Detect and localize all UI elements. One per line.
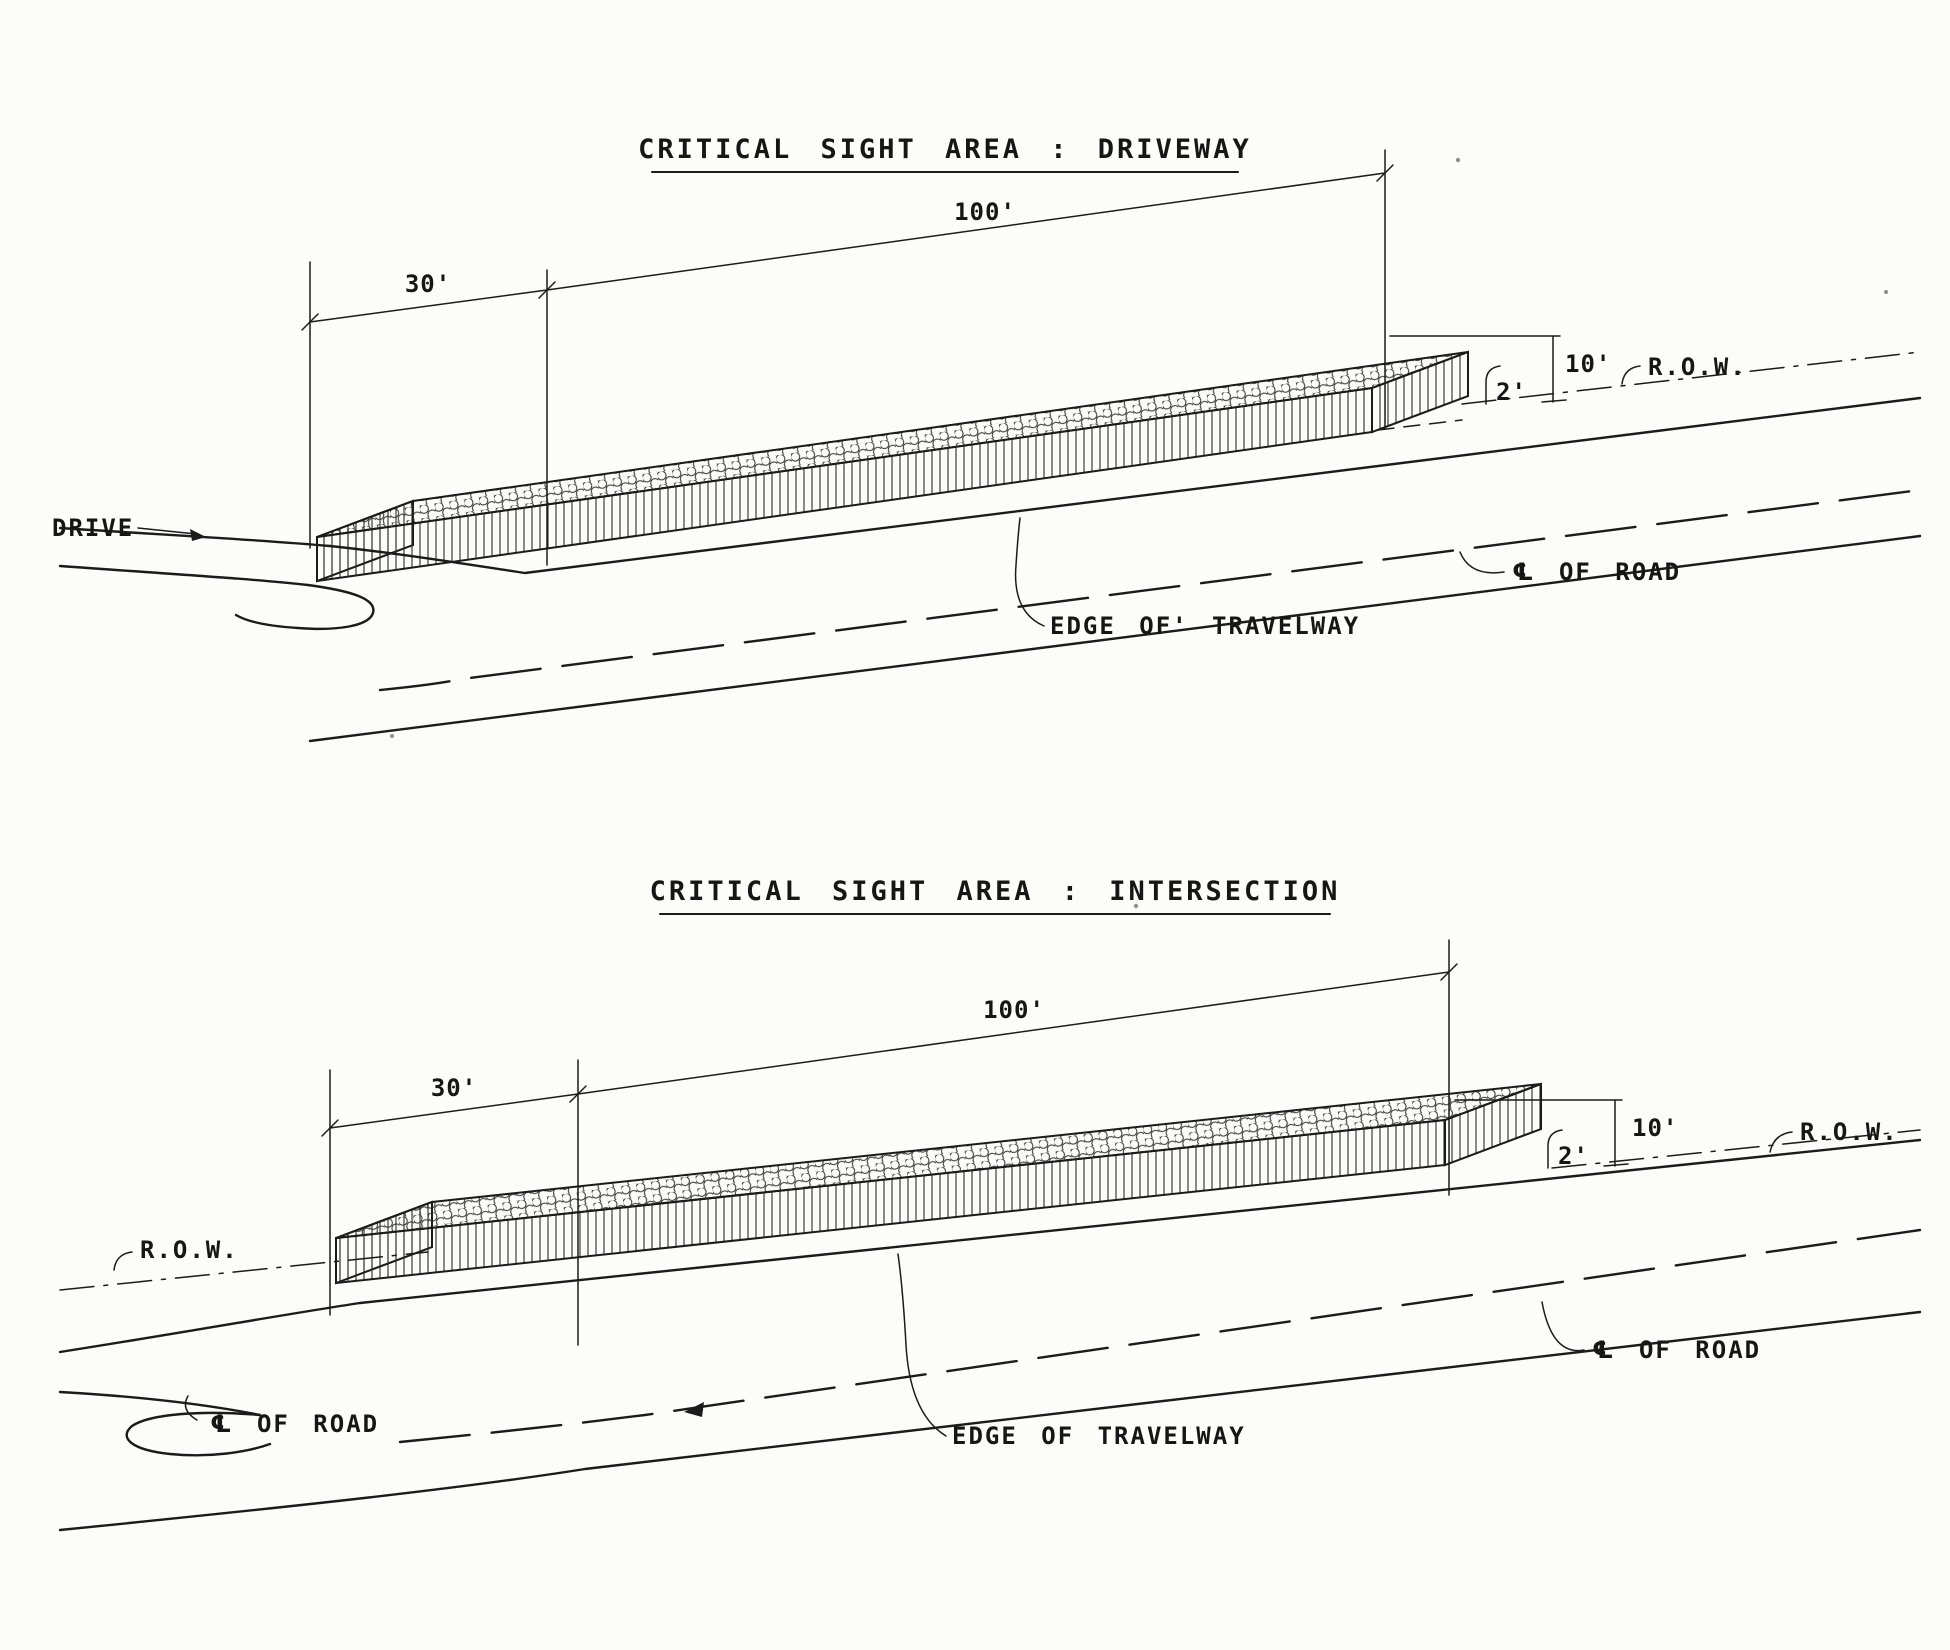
drive-leader — [137, 527, 197, 535]
edge-leader — [1014, 517, 1045, 627]
sight-area-box — [335, 1082, 1542, 1285]
centerline-arrow — [684, 1402, 704, 1417]
centerline-label-right: ℄ OF ROAD — [1592, 1336, 1761, 1364]
dimension-100ft: 100' — [954, 198, 1016, 226]
dimension-30ft: 30' — [405, 270, 451, 298]
figure-title: CRITICAL SIGHT AREA : DRIVEWAY — [638, 134, 1252, 165]
edge-of-travelway-label: EDGE OF' TRAVELWAY — [1050, 612, 1360, 640]
drive-lower-edge-return — [58, 564, 375, 631]
scan-speckle — [390, 734, 394, 738]
road-near-edge — [58, 1310, 1922, 1532]
scan-speckle — [1455, 157, 1461, 163]
dimension-tick — [1541, 399, 1567, 403]
dimension-10ft: 10' — [1632, 1114, 1678, 1142]
centerline-leader — [1459, 551, 1505, 574]
edge-of-travelway-line — [58, 1138, 1922, 1354]
dimension-tick — [301, 313, 319, 331]
figure-title: CRITICAL SIGHT AREA : INTERSECTION — [650, 876, 1341, 907]
box-front-face — [316, 386, 1373, 583]
figure-intersection: CRITICAL SIGHT AREA : INTERSECTION 30' 1… — [58, 876, 1922, 1532]
right-of-way-line-left — [59, 1251, 429, 1291]
box-top-face — [316, 351, 1469, 538]
dimension-tick — [538, 281, 556, 299]
row-label: R.O.W. — [1648, 353, 1747, 381]
dimension-line — [309, 172, 1386, 323]
road-centerline — [398, 1228, 1922, 1444]
side-road-edge — [58, 1390, 262, 1417]
right-of-way-line-right — [1551, 1129, 1921, 1169]
scan-speckle — [1133, 903, 1139, 909]
row-leader — [113, 1251, 133, 1271]
dimension-tick — [1376, 164, 1394, 182]
dimension-2ft-bracket — [1547, 1129, 1563, 1169]
drive-label: DRIVE — [52, 514, 134, 542]
centerline-leader-left — [184, 1395, 198, 1421]
dimension-30ft: 30' — [431, 1074, 477, 1102]
road-intersection-figure — [58, 1138, 1922, 1532]
row-label-right: R.O.W. — [1800, 1118, 1899, 1146]
dimension-tick — [569, 1085, 587, 1103]
dimension-10ft: 10' — [1565, 350, 1611, 378]
road-near-edge — [308, 534, 1922, 743]
edge-of-travelway-label: EDGE OF TRAVELWAY — [952, 1422, 1246, 1450]
scan-speckle — [1884, 290, 1888, 294]
dimension-tick — [1603, 1163, 1629, 1167]
edge-of-travelway-line — [328, 396, 1922, 575]
row-label-left: R.O.W. — [140, 1236, 239, 1264]
road-driveway-figure — [58, 396, 1922, 743]
road-centerline — [378, 488, 1922, 692]
centerline-label-left: ℄ OF ROAD — [210, 1410, 379, 1438]
side-road-return — [125, 1411, 272, 1457]
dimension-2ft: 2' — [1496, 378, 1527, 406]
box-edge-dashes — [1377, 419, 1463, 431]
centerline-label: ℄ OF ROAD — [1512, 558, 1681, 586]
centerline-leader-right — [1541, 1301, 1585, 1352]
box-top-face — [335, 1083, 1542, 1239]
edge-leader — [897, 1253, 947, 1437]
dimension-line — [329, 971, 1450, 1129]
dimension-100ft: 100' — [983, 996, 1045, 1024]
sight-area-box — [316, 350, 1469, 583]
row-leader — [1621, 365, 1641, 385]
dimension-2ft-bracket — [1485, 365, 1501, 405]
right-of-way-line — [1461, 351, 1921, 405]
drive-leader-arrow — [190, 529, 206, 541]
dimension-tick — [1440, 963, 1458, 981]
row-leader — [1769, 1131, 1793, 1153]
dimension-tick — [321, 1119, 339, 1137]
figure-driveway: CRITICAL SIGHT AREA : DRIVEWAY 30' 100' … — [52, 134, 1922, 743]
